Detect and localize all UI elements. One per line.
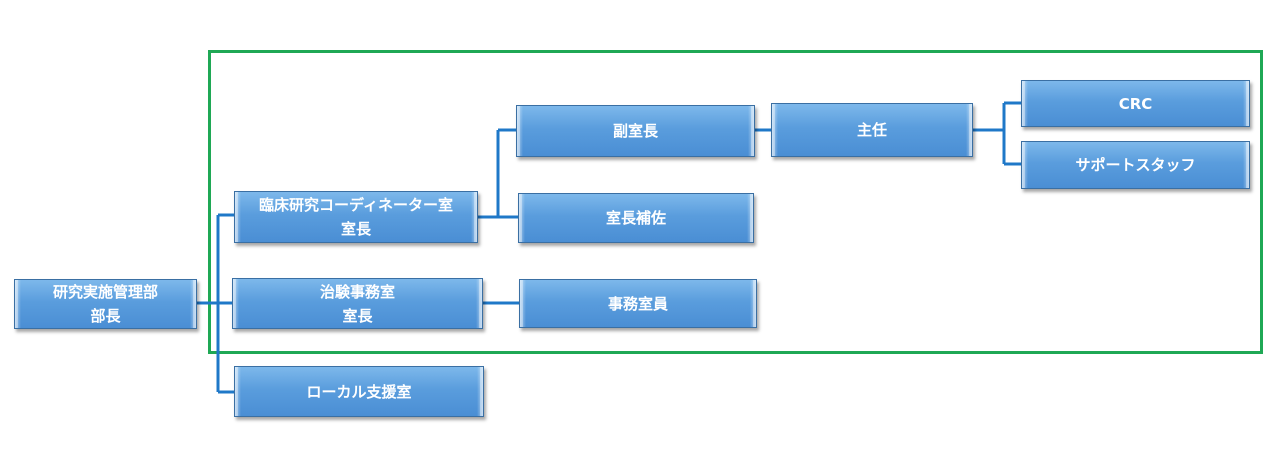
node-crc-office: 臨床研究コーディネーター室 室長	[234, 191, 478, 243]
node-office-staff-title: 事務室員	[607, 294, 668, 313]
node-supervisor: 主任	[771, 103, 973, 157]
node-dept-head-title: 研究実施管理部	[52, 283, 158, 301]
node-chief-assistant-title: 室長補佐	[605, 209, 666, 227]
node-trial-office: 治験事務室 室長	[232, 278, 483, 329]
node-crc-title: CRC	[1118, 94, 1153, 113]
node-crc-office-role: 室長	[340, 220, 371, 238]
node-dept-head-role: 部長	[90, 307, 121, 325]
node-trial-office-title: 治験事務室	[319, 282, 395, 301]
node-deputy-chief-title: 副室長	[612, 122, 658, 140]
node-local-support: ローカル支援室	[234, 366, 484, 417]
node-support-staff-title: サポートスタッフ	[1075, 156, 1196, 174]
node-crc-office-title: 臨床研究コーディネーター室	[259, 196, 453, 214]
node-local-support-title: ローカル支援室	[306, 382, 412, 401]
node-trial-office-role: 室長	[342, 306, 373, 325]
node-dept-head: 研究実施管理部 部長	[14, 279, 197, 329]
node-deputy-chief: 副室長	[516, 105, 755, 157]
node-office-staff: 事務室員	[519, 279, 757, 328]
node-support-staff: サポートスタッフ	[1021, 141, 1250, 189]
highlight-frame	[208, 50, 1263, 354]
node-crc: CRC	[1021, 80, 1250, 127]
node-supervisor-title: 主任	[856, 121, 887, 139]
node-chief-assistant: 室長補佐	[518, 193, 754, 243]
